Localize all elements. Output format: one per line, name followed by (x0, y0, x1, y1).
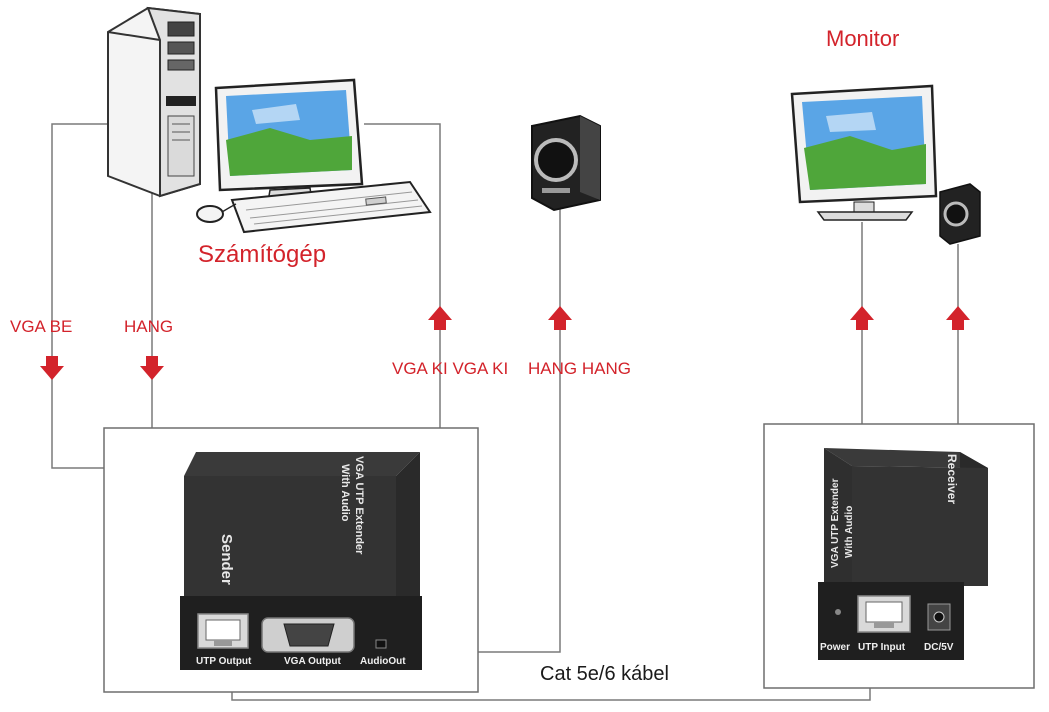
cable-label: Cat 5e/6 kábel (540, 663, 669, 685)
receiver-power-led (835, 609, 841, 615)
sender-title-line2: With Audio (339, 464, 351, 522)
vga-in-label: VGA BE (10, 317, 72, 336)
audio-out-label: HANG HANG (528, 359, 631, 378)
arrow-down-vga-in (40, 356, 64, 380)
vga-in-wire (51, 123, 110, 469)
receiver-port-label-dc: DC/5V (924, 642, 954, 653)
signal-arrows (40, 306, 970, 380)
sender-audio-port (375, 639, 387, 649)
vga-out-label: VGA KI VGA KI (392, 359, 508, 378)
arrow-up-monitor (850, 306, 874, 330)
arrow-up-audio-out (548, 306, 572, 330)
receiver-port-label-utp: UTP Input (858, 642, 906, 653)
receiver-name: Receiver (945, 454, 959, 504)
audio-in-label: HANG (124, 317, 173, 336)
computer-label: Számítógép (198, 241, 326, 268)
sender-name: Sender (218, 534, 235, 585)
speaker-receiver (939, 183, 981, 245)
arrow-up-receiver-speaker (946, 306, 970, 330)
receiver-monitor (790, 84, 938, 221)
receiver-box: VGA UTP Extender With Audio Receiver Pow… (763, 423, 1035, 689)
sender-port-label-utp: UTP Output (196, 656, 252, 667)
receiver-port-label-power: Power (820, 642, 850, 653)
sender-box: VGA UTP Extender With Audio Sender UTP O… (103, 427, 479, 693)
sender-title-line1: VGA UTP Extender (353, 456, 365, 555)
computer-monitor (214, 78, 364, 203)
receiver-title-line1: VGA UTP Extender (830, 478, 841, 568)
speaker-center (531, 114, 601, 212)
receiver-title-line2: With Audio (844, 506, 855, 558)
arrow-up-vga-out (428, 306, 452, 330)
monitor-label: Monitor (826, 26, 899, 51)
computer-tower (107, 6, 201, 198)
sender-port-label-vga: VGA Output (284, 656, 342, 667)
arrow-down-audio-in (140, 356, 164, 380)
sender-port-label-audio: AudioOut (360, 656, 406, 667)
computer-mouse (196, 203, 237, 223)
computer-keyboard (230, 180, 432, 234)
